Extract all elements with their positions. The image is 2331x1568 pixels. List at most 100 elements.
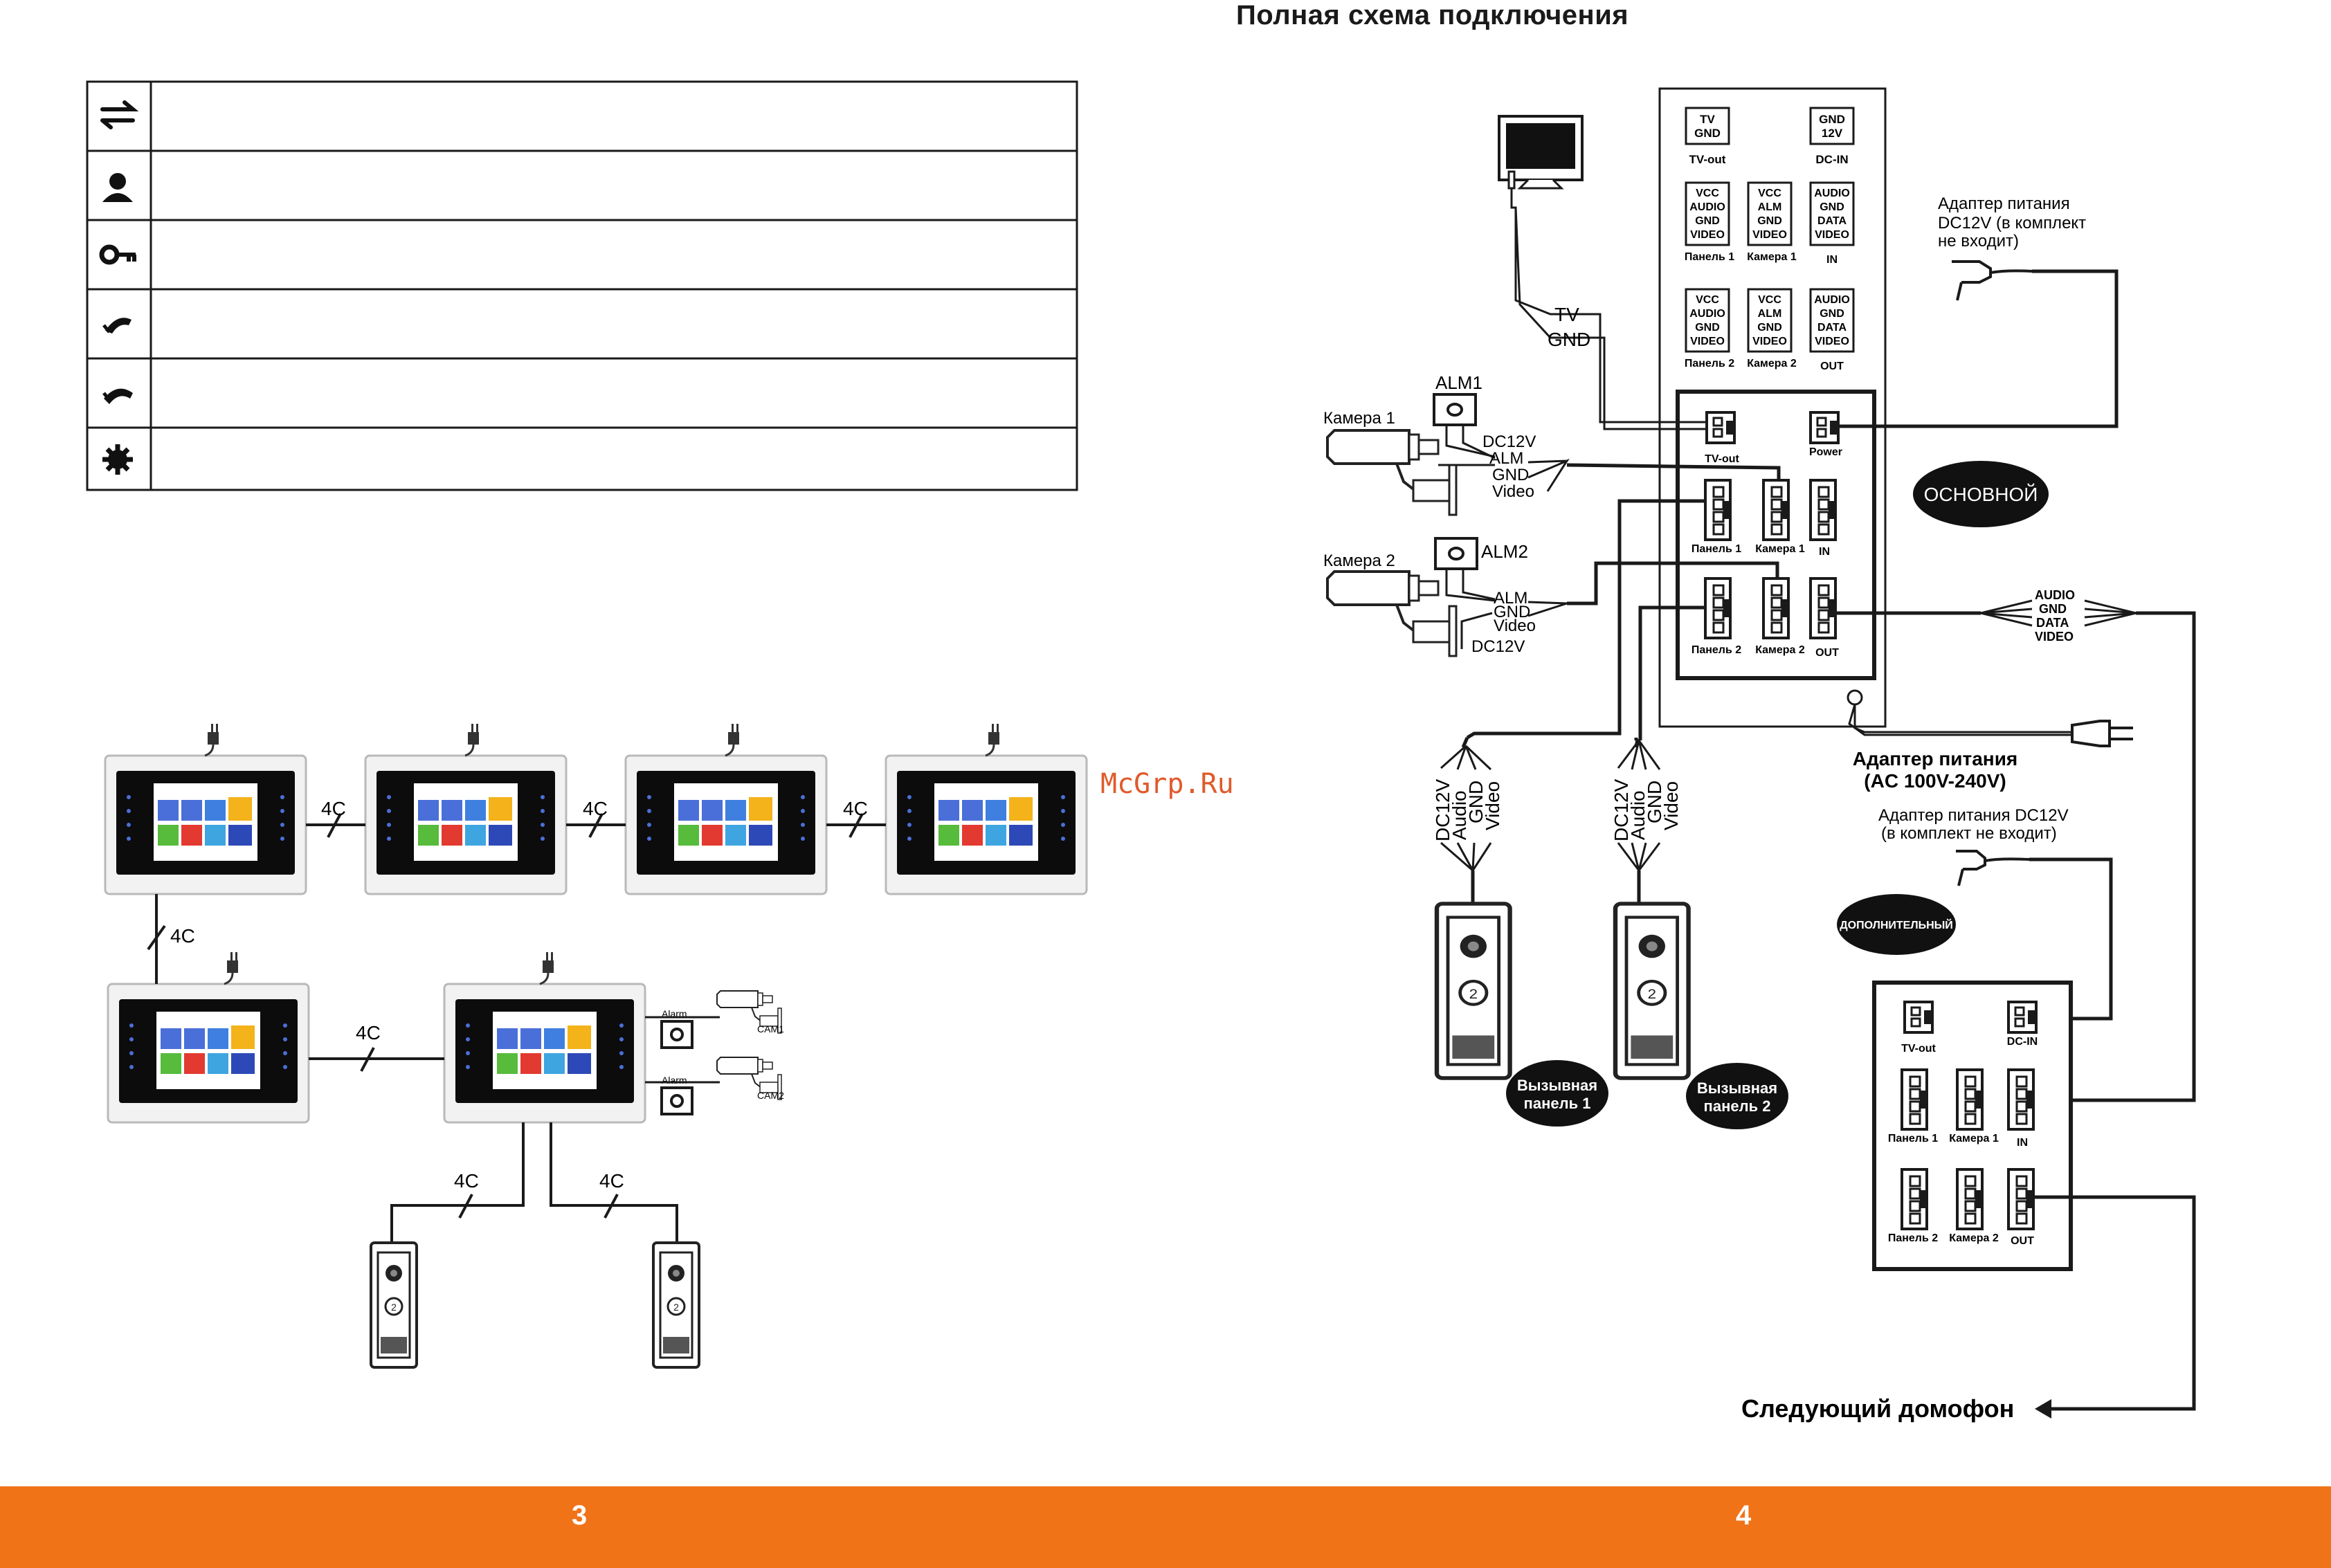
diagram-label: Панель 1: [1888, 1133, 1938, 1145]
diagram-label: ALM: [1758, 308, 1782, 320]
diagram-label: TV-out: [1689, 153, 1726, 166]
monitor: [364, 754, 568, 895]
connector-camera-1: [1762, 479, 1790, 541]
diagram-label: Камера 1: [1747, 251, 1797, 263]
diagram-label: Панель 2: [1685, 358, 1734, 370]
handset-pickup-icon: [102, 318, 131, 334]
diagram-label: Power: [1809, 446, 1842, 458]
call-panel-2-device: [1615, 904, 1689, 1078]
cable-4c-label: 4C: [583, 798, 608, 819]
diagram-label: Камера 2: [1949, 1232, 1999, 1244]
tv-monitor: [1498, 115, 1584, 190]
terminal-tv-out: TV GND TV-out: [1685, 107, 1730, 166]
call-panel-1-badge: Вызывная панель 1: [1506, 1060, 1608, 1127]
monitor: [885, 754, 1088, 895]
page-title: Полная схема подключения: [1236, 0, 1629, 30]
diagram-label: Вызывная: [1697, 1079, 1777, 1097]
diagram-label: ДОПОЛНИТЕЛЬНЫЙ: [1840, 918, 1953, 931]
door-call-panel: [370, 1241, 418, 1369]
multi-monitor-diagram: 4C 4C 4C 4C 4C Alarm Alarm CAM1 CAM2: [104, 722, 1088, 1369]
connector-out: [1809, 577, 1837, 639]
diagram-label: TV: [1700, 113, 1715, 126]
gnd-label: GND: [1548, 329, 1590, 350]
sec-connector-tv-out: [1903, 1001, 1934, 1034]
full-wiring-diagram: TV GND TV-out GND 12V DC-IN VCC AUDIO GN…: [1323, 87, 2196, 1423]
power-plug-icon: [464, 722, 480, 757]
diagram-label: Адаптер питания: [1938, 194, 2070, 213]
diagram-label: Панель 1: [1685, 251, 1734, 263]
diagram-label: AUDIO: [1689, 201, 1725, 213]
monitor: [624, 754, 828, 895]
cable-4c-label: 4C: [843, 798, 868, 819]
cable-4c-label: 4C: [599, 1170, 624, 1192]
diagram-label: Audio: [1627, 790, 1649, 840]
page-number-left: 3: [572, 1500, 588, 1531]
diagram-label: IN: [2017, 1137, 2028, 1149]
door-call-panel: [652, 1241, 700, 1369]
terminal-dc-in: GND 12V DC-IN: [1809, 107, 1855, 166]
diagram-label: IN: [1819, 546, 1830, 558]
diagram-label: Alarm: [662, 1075, 687, 1086]
icon-table: [86, 80, 1078, 491]
sec-connector-camera-2: [1956, 1168, 1984, 1230]
diagram-label: GND: [1757, 215, 1782, 227]
diagram-label: GND: [1644, 781, 1665, 823]
connector-panel-2: [1704, 577, 1732, 639]
connector-power: [1809, 411, 1840, 444]
footer-bar: [0, 1486, 2331, 1568]
watermark: McGrp.Ru: [1100, 768, 1234, 800]
monitor: [104, 754, 307, 895]
diagram-label: VIDEO: [1690, 336, 1725, 347]
alarm-sensor-alm1: ALM1: [1433, 372, 1482, 426]
alarm-sensor-2: Alarm: [660, 1075, 693, 1115]
diagram-label: Video: [1494, 617, 1536, 635]
diagram-label: DC12V: [1482, 432, 1536, 451]
diagram-label: DATA: [1817, 322, 1847, 334]
terminal-row-2: VCC AUDIO GND VIDEO Панель 2 VCC ALM GND…: [1685, 288, 1855, 372]
power-plug-icon: [223, 951, 239, 985]
dc-adapter-plug-icon: [1952, 260, 2033, 301]
diagram-label: Камера 1: [1755, 543, 1805, 555]
diagram-label: ALM: [1494, 589, 1527, 608]
diagram-label: DC12V: [1471, 637, 1525, 656]
diagram-label: 12V: [1822, 127, 1843, 140]
diagram-label: OUT: [2011, 1235, 2034, 1247]
diagram-label: GND: [1757, 322, 1782, 334]
diagram-label: Камера 2: [1747, 358, 1797, 370]
diagram-label: VIDEO: [1815, 229, 1849, 241]
diagram-label: Камера 1: [1323, 409, 1395, 428]
diagram-label: Панель 2: [1888, 1232, 1938, 1244]
tv-label: TV: [1554, 304, 1579, 325]
diagram-label: TV-out: [1705, 453, 1739, 465]
diagram-label: OUT: [1815, 647, 1839, 659]
transfer-arrows-icon: [100, 100, 139, 129]
diagram-label: Камера 1: [1949, 1133, 1999, 1145]
diagram-label: не входит): [1938, 232, 2019, 250]
cable-4c-label: 4C: [356, 1022, 381, 1043]
diagram-label: DC12V (в комплект: [1938, 214, 2086, 233]
diagram-label: Адаптер питания DC12V: [1878, 806, 2069, 825]
camera-1: [1326, 429, 1458, 516]
diagram-label: Video: [1492, 482, 1534, 501]
diagram-label: DATA: [2036, 616, 2069, 630]
alarm-sensor-1: Alarm: [660, 1008, 693, 1049]
cable-4c-label: 4C: [321, 798, 346, 819]
gear-icon: [102, 444, 133, 475]
power-plug-icon: [538, 951, 555, 985]
diagram-label: GND: [1695, 322, 1720, 334]
diagram-label: DATA: [1817, 215, 1847, 227]
diagram-label: DC12V: [1432, 778, 1453, 841]
diagram-label: GND: [1694, 127, 1721, 140]
diagram-label: Вызывная: [1517, 1077, 1597, 1094]
cable-4c-label: 4C: [170, 925, 195, 947]
diagram-label: TV-out: [1901, 1043, 1936, 1055]
power-plug-icon: [724, 722, 741, 757]
diagram-label: AUDIO: [2035, 588, 2075, 602]
next-intercom-label: Следующий домофон: [1741, 1394, 2014, 1423]
connector-panel-1: [1704, 479, 1732, 541]
diagram-label: AUDIO: [1689, 308, 1725, 320]
diagram-label: ALM1: [1435, 372, 1482, 393]
ac-plug-icon: [2071, 720, 2133, 747]
power-plug-icon: [984, 722, 1001, 757]
